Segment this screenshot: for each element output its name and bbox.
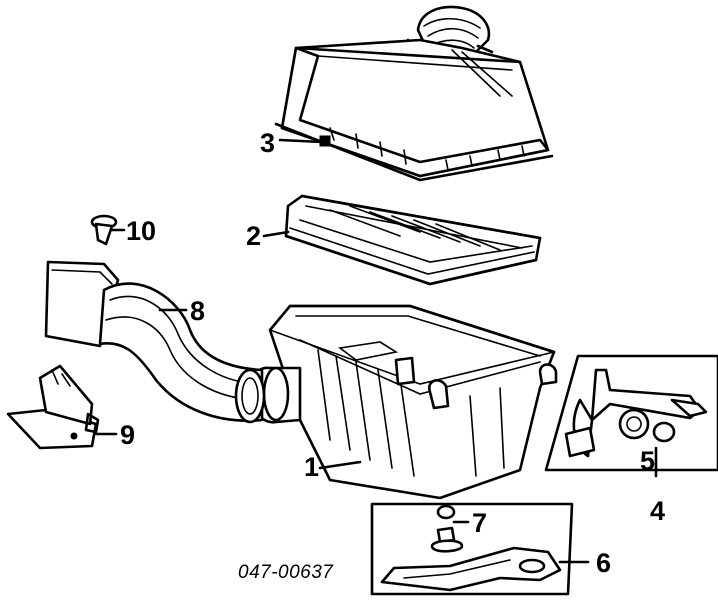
- callout-1: 1: [304, 452, 319, 482]
- air-cleaner-lower-housing: [250, 304, 558, 500]
- part-code: 047-00637: [238, 562, 334, 583]
- callout-4: 4: [650, 496, 665, 526]
- leader-lines: [94, 138, 658, 564]
- callout-8: 8: [190, 296, 205, 326]
- air-cleaner-cover: [274, 5, 554, 182]
- filter-element: [284, 194, 542, 286]
- intake-hose: [44, 260, 266, 424]
- callout-6: 6: [596, 548, 611, 578]
- callout-5: 5: [640, 446, 655, 476]
- callout-9: 9: [120, 420, 135, 450]
- callout-3: 3: [260, 128, 275, 158]
- sensor-bracket-box: [544, 354, 718, 472]
- lower-bracket-box: [370, 502, 574, 596]
- callout-labels: 1 2 3 4 5 6 7 8 9 10: [120, 128, 665, 578]
- push-pin-clip: [90, 214, 118, 246]
- callout-2: 2: [246, 221, 261, 251]
- callout-10: 10: [126, 216, 156, 246]
- mounting-bracket: [6, 364, 100, 450]
- callout-7: 7: [472, 508, 487, 538]
